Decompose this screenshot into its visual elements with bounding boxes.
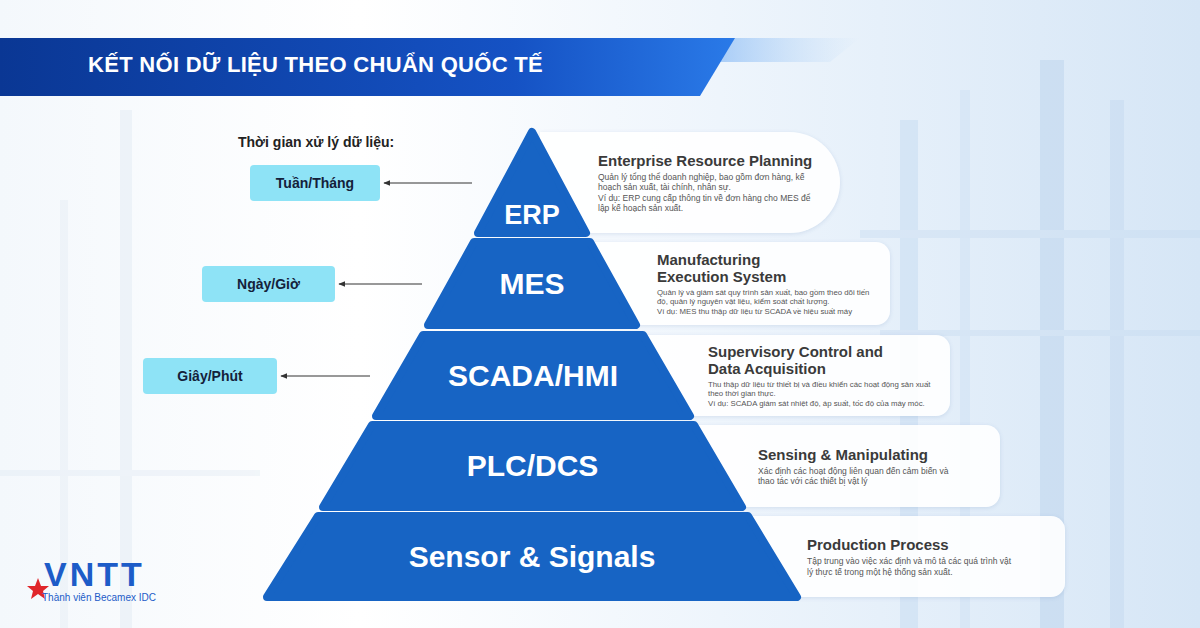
time-label: Giây/Phút	[177, 368, 242, 384]
panel-heading: Supervisory Control and Data Acquisition	[708, 343, 908, 377]
level-name: SCADA/HMI	[448, 359, 618, 393]
description-panel: Manufacturing Execution SystemQuản lý và…	[590, 242, 890, 325]
pyramid-fill	[323, 425, 742, 507]
pyramid-fill	[376, 335, 690, 416]
description-panel: Enterprise Resource PlanningQuản lý tổng…	[540, 132, 840, 233]
arrow-connector	[339, 284, 422, 285]
pyramid-level: SCADA/HMI	[372, 331, 694, 420]
time-scale-box: Giây/Phút	[143, 358, 277, 394]
level-name: Sensor & Signals	[409, 540, 656, 574]
panel-body: Thu thập dữ liệu từ thiết bị và điều khi…	[708, 380, 933, 399]
panel-body: Xác định các hoạt động liên quan đến cảm…	[758, 466, 958, 487]
time-label: Tuần/Tháng	[276, 175, 354, 191]
pyramid-level: MES	[424, 238, 640, 329]
axis-caption: Thời gian xử lý dữ liệu:	[238, 134, 394, 150]
panel-body: Ví dụ: MES thu thập dữ liệu từ SCADA về …	[657, 307, 872, 317]
panel-body: Quản lý và giám sát quy trình sản xuất, …	[657, 288, 872, 307]
panel-body: Tập trung vào việc xác định và mô tả các…	[807, 556, 1012, 577]
time-scale-box: Tuần/Tháng	[250, 165, 380, 201]
level-name: MES	[499, 267, 564, 301]
panel-heading: Sensing & Manipulating	[758, 446, 978, 463]
logo-wordmark: VNTT	[44, 556, 145, 592]
panel-heading: Manufacturing Execution System	[657, 251, 827, 285]
panel-body: Ví dụ: ERP cung cấp thông tin về đơn hàn…	[598, 193, 813, 214]
time-scale-box: Ngày/Giờ	[202, 266, 335, 302]
title-band	[0, 38, 735, 96]
arrow-connector	[281, 376, 370, 377]
panel-body: Ví dụ: SCADA giám sát nhiệt độ, áp suất,…	[708, 399, 933, 409]
level-name: PLC/DCS	[467, 449, 599, 483]
level-name: ERP	[504, 200, 560, 231]
panel-heading: Production Process	[807, 536, 1037, 553]
pyramid-level: ERP	[474, 128, 590, 237]
panel-body: Quản lý tổng thể doanh nghiệp, bao gồm đ…	[598, 172, 813, 193]
pyramid-level: Sensor & Signals	[263, 512, 801, 601]
panel-heading: Enterprise Resource Planning	[598, 152, 828, 169]
time-label: Ngày/Giờ	[237, 276, 300, 292]
pyramid-fill	[267, 516, 797, 597]
factory-backdrop	[0, 60, 1200, 628]
pyramid-level: PLC/DCS	[319, 421, 746, 511]
title-text: KẾT NỐI DỮ LIỆU THEO CHUẨN QUỐC TẾ	[88, 52, 543, 78]
arrow-connector	[384, 183, 472, 184]
logo-tagline: Thành viên Becamex IDC	[42, 592, 156, 603]
